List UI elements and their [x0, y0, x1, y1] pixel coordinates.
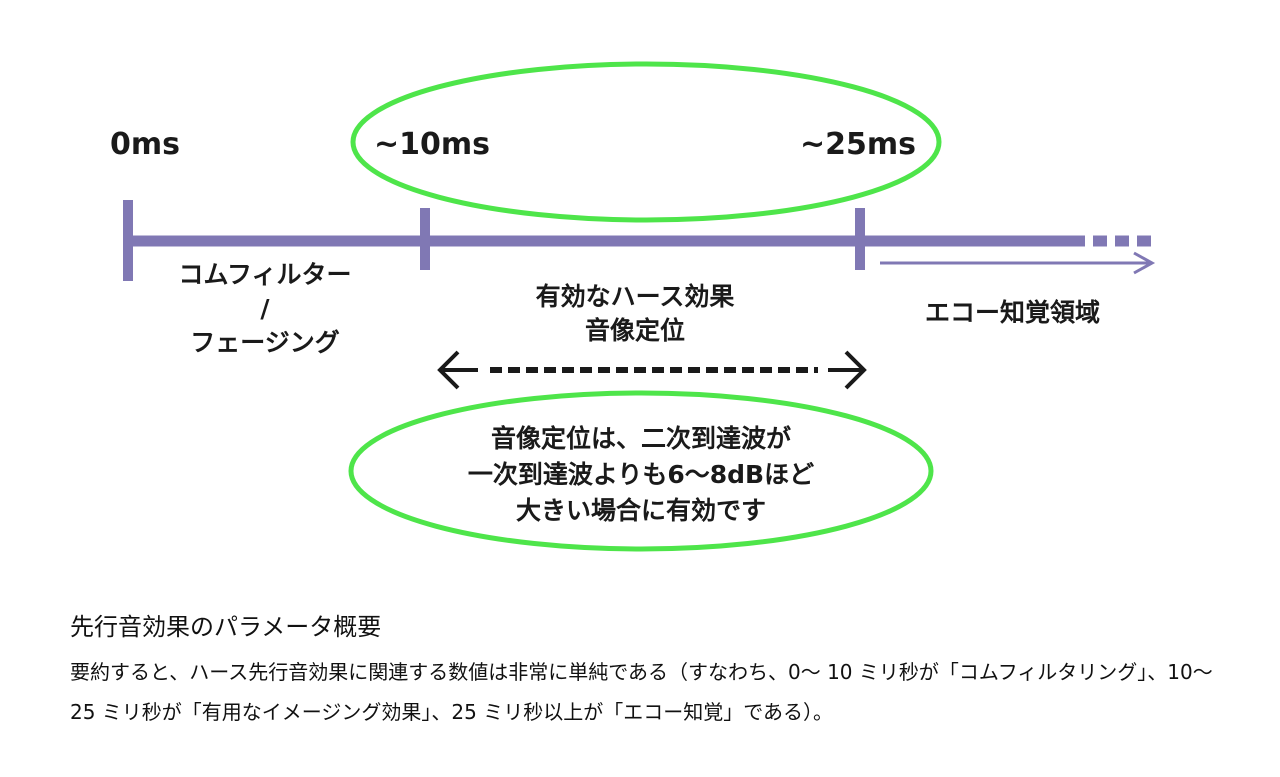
note-line-3: 大きい場合に有効です — [515, 496, 766, 525]
localization-note: 音像定位は、二次到達波が 一次到達波よりも6〜8dBほど 大きい場合に有効です — [401, 421, 881, 529]
highlight-ellipse-bottom — [348, 390, 934, 552]
zone-haas-line-1: 有効なハース効果 — [535, 282, 735, 311]
echo-arrow-head — [1133, 251, 1156, 275]
zone-comb-filter: コムフィルター / フェージング — [150, 258, 380, 360]
tick-label-25ms: ~25ms — [800, 127, 917, 162]
tick-label-0ms: 0ms — [110, 127, 180, 162]
range-arrow-left-head — [437, 350, 460, 390]
tick-label-10ms: ~10ms — [374, 127, 491, 162]
highlight-ellipse-top — [350, 61, 942, 223]
zone-echo-perception: エコー知覚領域 — [924, 298, 1100, 327]
haas-effect-diagram: 0ms ~10ms ~25ms コムフィルター / フェージング 有効なハース効… — [110, 61, 1156, 552]
caption: 先行音効果のパラメータ概要 要約すると、ハース先行音効果に関連する数値は非常に単… — [70, 612, 1220, 732]
note-line-2: 一次到達波よりも6〜8dBほど — [467, 460, 815, 489]
caption-body: 要約すると、ハース先行音効果に関連する数値は非常に単純である（すなわち、0〜 1… — [70, 660, 1213, 724]
zone-comb-line-2: / — [260, 294, 270, 323]
zone-haas-line-2: 音像定位 — [584, 316, 685, 345]
zone-comb-line-1: コムフィルター — [178, 260, 352, 289]
diagram-graphics — [123, 61, 1156, 552]
range-arrow-right-head — [844, 350, 867, 390]
zone-comb-line-3: フェージング — [190, 328, 340, 357]
caption-title: 先行音効果のパラメータ概要 — [70, 613, 382, 641]
note-line-1: 音像定位は、二次到達波が — [490, 424, 791, 453]
zone-haas-effect: 有効なハース効果 音像定位 — [500, 280, 770, 348]
